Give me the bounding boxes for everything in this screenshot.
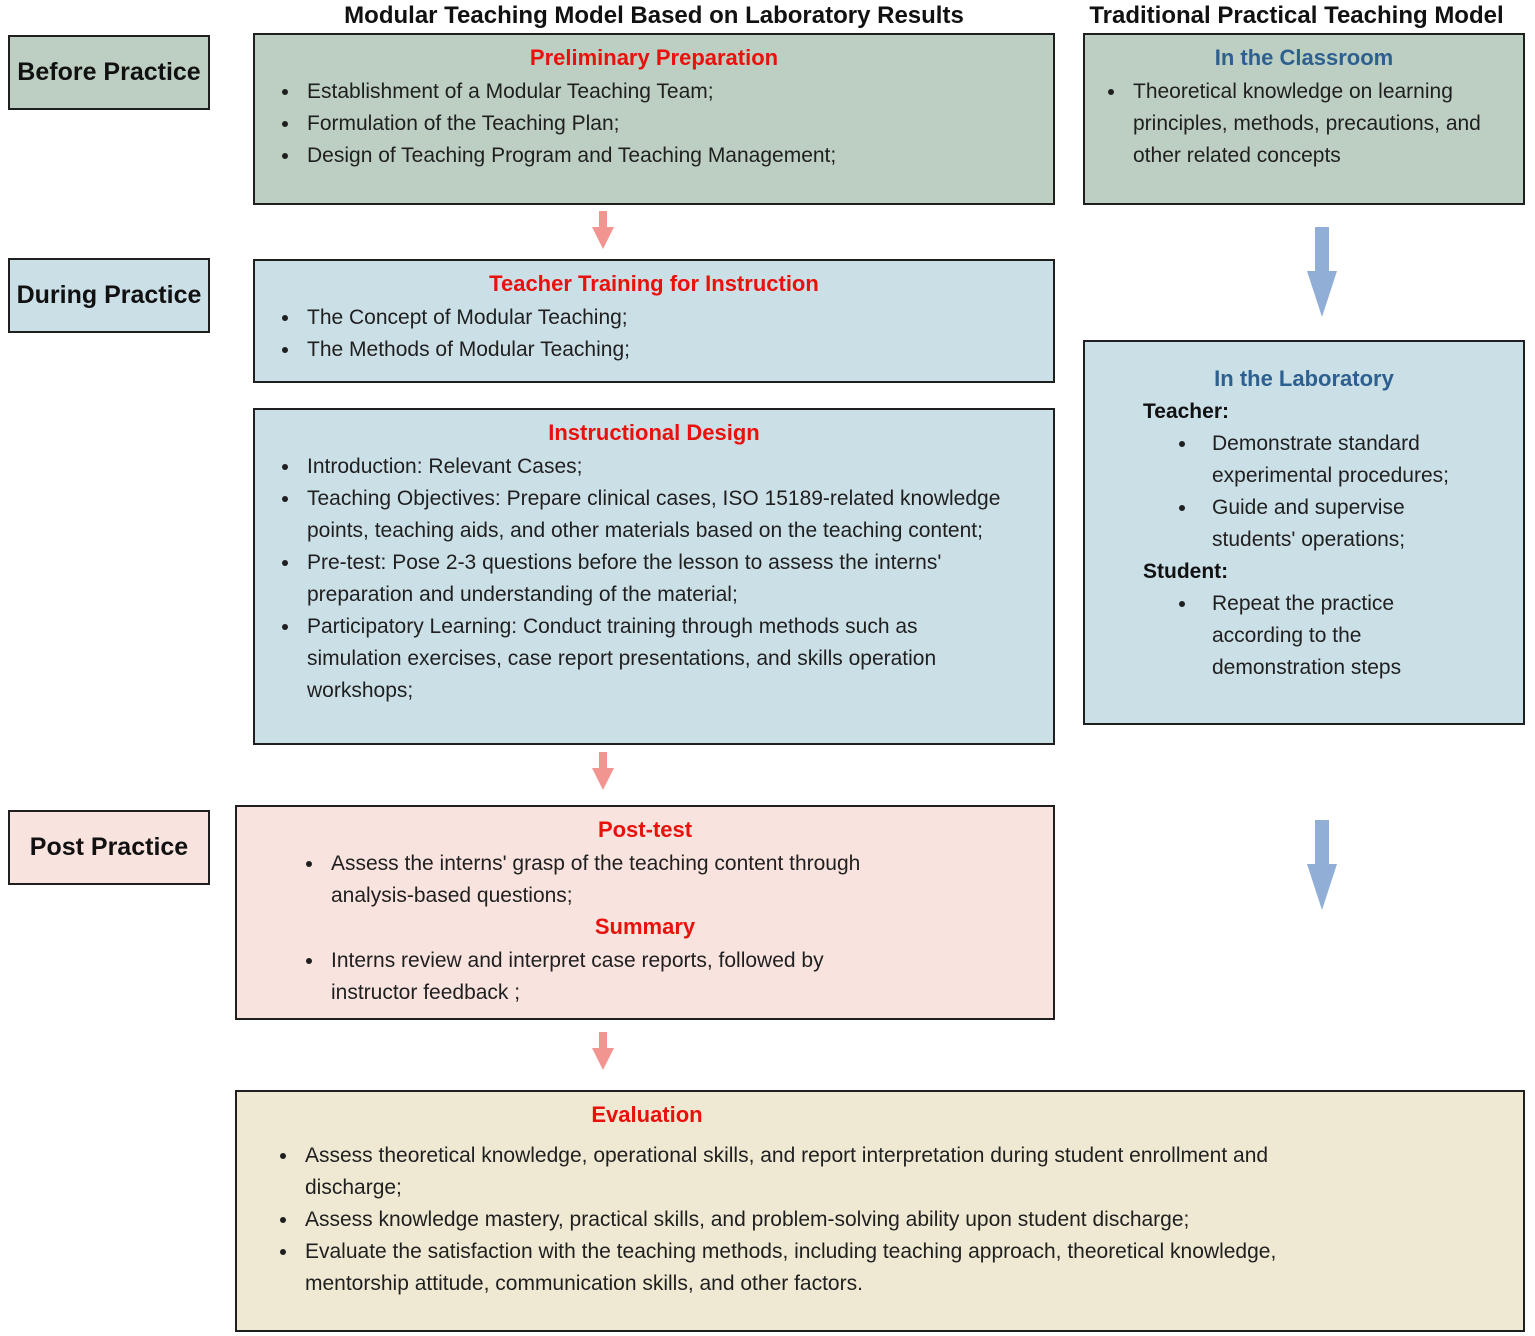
teacher-training-box: Teacher Training for Instruction The Con… <box>253 259 1055 383</box>
bullet-item: Pre-test: Pose 2-3 questions before the … <box>301 547 1001 611</box>
bullet-item: Theoretical knowledge on learning princi… <box>1127 76 1492 172</box>
bullet-item: Interns review and interpret case report… <box>325 945 905 1009</box>
classroom-box: In the Classroom Theoretical knowledge o… <box>1083 33 1525 205</box>
bullet-item: The Concept of Modular Teaching; <box>301 302 1001 334</box>
bullet-list: Assess theoretical knowledge, operationa… <box>237 1140 1279 1300</box>
stage-label-before-practice: Before Practice <box>8 35 210 110</box>
stage-label-text: Before Practice <box>17 58 201 86</box>
bullet-item: Demonstrate standard experimental proced… <box>1198 428 1468 492</box>
bullet-list: The Concept of Modular Teaching; The Met… <box>255 302 1001 366</box>
flow-arrow-down-icon <box>592 211 614 249</box>
stage-label-text: During Practice <box>16 281 202 309</box>
box-title: Summary <box>594 914 696 939</box>
bullet-item: Teaching Objectives: Prepare clinical ca… <box>301 483 1001 547</box>
bullet-item: Evaluate the satisfaction with the teach… <box>299 1236 1279 1300</box>
box-title: In the Classroom <box>1214 45 1394 70</box>
bullet-list: Introduction: Relevant Cases; Teaching O… <box>255 451 1001 707</box>
evaluation-title-wrap: Evaluation <box>237 1092 1057 1130</box>
teacher-label: Teacher: <box>1143 400 1229 423</box>
bullet-item: Establishment of a Modular Teaching Team… <box>301 76 1001 108</box>
bullet-list: Theoretical knowledge on learning princi… <box>1085 76 1492 172</box>
stage-label-text: Post Practice <box>29 833 189 861</box>
bullet-item: Assess the interns' grasp of the teachin… <box>325 848 905 912</box>
bullet-item: The Methods of Modular Teaching; <box>301 334 1001 366</box>
bullet-item: Design of Teaching Program and Teaching … <box>301 140 1001 172</box>
bullet-list: Interns review and interpret case report… <box>237 945 905 1009</box>
laboratory-box: In the Laboratory Teacher: Demonstrate s… <box>1083 340 1525 725</box>
stage-label-during-practice: During Practice <box>8 258 210 333</box>
student-label: Student: <box>1143 560 1229 583</box>
bullet-item: Guide and supervise students' operations… <box>1198 492 1468 556</box>
box-title: In the Laboratory <box>1214 366 1394 391</box>
box-title: Teacher Training for Instruction <box>489 271 819 296</box>
bullet-list: Repeat the practice according to the dem… <box>1143 588 1468 684</box>
laboratory-content: Teacher: Demonstrate standard experiment… <box>1085 394 1523 684</box>
bullet-item: Repeat the practice according to the dem… <box>1198 588 1468 684</box>
instructional-design-box: Instructional Design Introduction: Relev… <box>253 408 1055 745</box>
box-title: Post-test <box>597 817 693 842</box>
box-title: Preliminary Preparation <box>529 45 779 70</box>
flow-arrow-down-icon <box>1307 820 1337 910</box>
flow-arrow-down-icon <box>592 752 614 790</box>
preliminary-preparation-box: Preliminary Preparation Establishment of… <box>253 33 1055 205</box>
post-test-summary-box: Post-test Assess the interns' grasp of t… <box>235 805 1055 1020</box>
bullet-list: Establishment of a Modular Teaching Team… <box>255 76 1001 172</box>
bullet-item: Assess theoretical knowledge, operationa… <box>299 1140 1279 1204</box>
flow-arrow-down-icon <box>1307 227 1337 317</box>
column-header-modular: Modular Teaching Model Based on Laborato… <box>344 2 964 29</box>
box-title: Instructional Design <box>548 420 760 445</box>
stage-label-post-practice: Post Practice <box>8 810 210 885</box>
bullet-item: Introduction: Relevant Cases; <box>301 451 1001 483</box>
bullet-list: Assess the interns' grasp of the teachin… <box>237 848 905 912</box>
bullet-item: Assess knowledge mastery, practical skil… <box>299 1204 1279 1236</box>
box-title: Evaluation <box>591 1102 703 1127</box>
bullet-list: Demonstrate standard experimental proced… <box>1143 428 1468 556</box>
bullet-item: Formulation of the Teaching Plan; <box>301 108 1001 140</box>
bullet-item: Participatory Learning: Conduct training… <box>301 611 1001 707</box>
evaluation-box: Evaluation Assess theoretical knowledge,… <box>235 1090 1525 1332</box>
column-header-traditional: Traditional Practical Teaching Model <box>1089 2 1504 29</box>
flow-arrow-down-icon <box>592 1032 614 1070</box>
